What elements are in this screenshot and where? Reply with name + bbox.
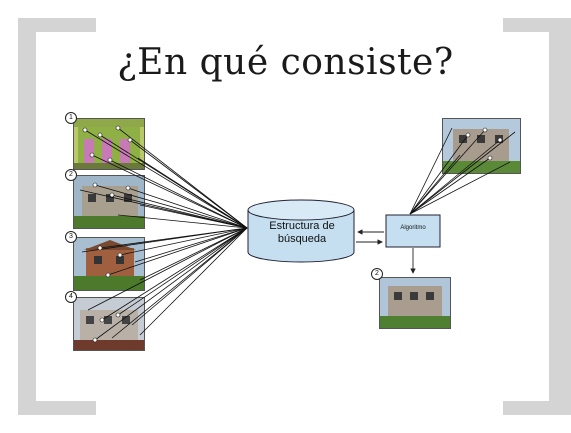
result-image [379,277,451,329]
house-photo-result [380,278,450,328]
db-image-2 [73,175,145,229]
algorithm-box [385,214,441,248]
slide-title: ¿En qué consiste? [117,42,454,83]
query-image [442,118,521,174]
badge-image-2: 2 [65,169,77,181]
frame-bottom-left-tab [18,401,96,415]
frame-bottom-right-tab [503,401,571,415]
database-label: Estructura de búsqueda [250,220,354,246]
frame-top-right-tab [503,18,571,32]
house-photo-query [443,119,520,173]
database-cylinder [247,199,355,263]
badge-result: 2 [371,268,383,280]
badge-image-4: 4 [65,291,77,303]
frame-right-bar [549,18,571,415]
algorithm-label: Algoritmo [400,225,426,231]
database-label-line2: búsqueda [277,233,327,245]
database-label-line1: Estructura de [269,220,335,232]
feature-match-lines [79,127,516,341]
house-photo-stone [74,176,144,228]
badge-image-1: 1 [65,112,77,124]
badge-image-3: 3 [65,231,77,243]
frame-left-bar [18,18,36,415]
feature-points [82,125,503,343]
frame-top-left-tab [18,18,96,32]
